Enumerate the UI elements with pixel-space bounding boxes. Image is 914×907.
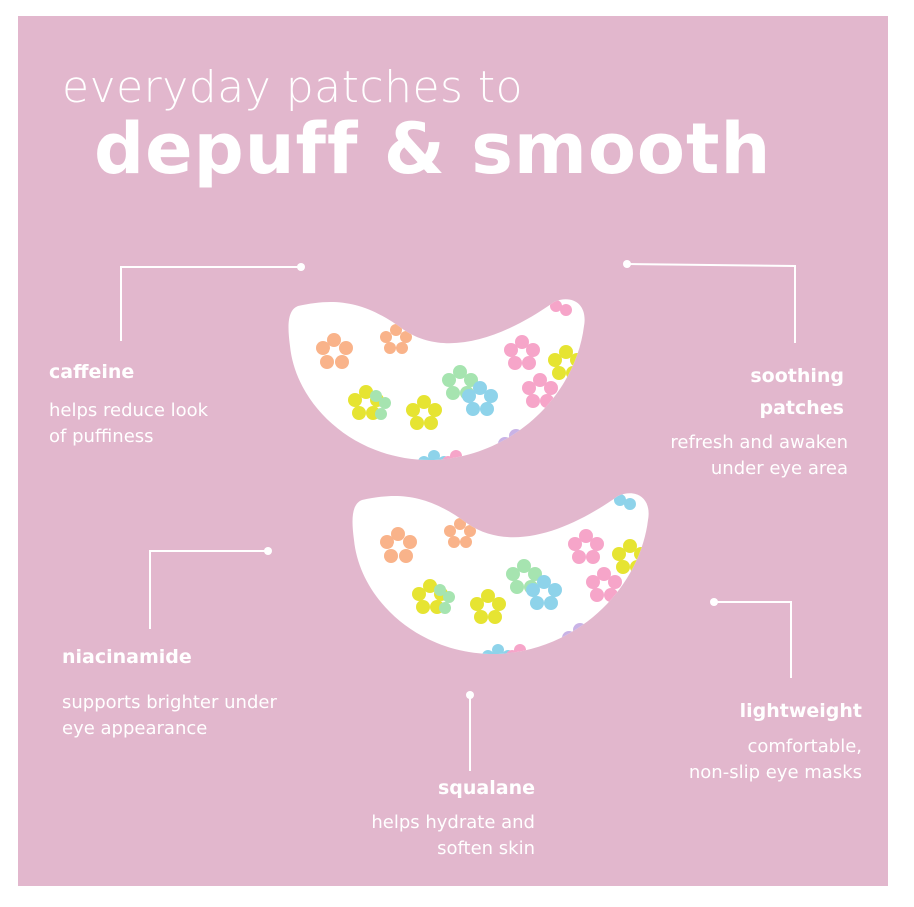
soothing-title-line-2: patches: [759, 397, 845, 419]
eye-patch-top: [288, 299, 585, 461]
squalane-callout-dot: [466, 691, 474, 699]
soothing-title-line-1: soothing: [750, 365, 844, 387]
heading-line-2: depuff & smooth: [94, 108, 772, 190]
caffeine-title: caffeine: [49, 361, 135, 383]
caffeine-desc-line-2: of puffiness: [49, 426, 154, 447]
squalane-title: squalane: [437, 777, 535, 799]
soothing-desc-line-2: under eye area: [710, 458, 848, 479]
niacinamide-callout-dot: [264, 547, 272, 555]
caffeine-callout-line: [120, 266, 301, 341]
soothing-callout-dot: [623, 260, 631, 268]
niacinamide-desc-line-2: eye appearance: [62, 718, 208, 739]
caffeine-desc-line-1: helps reduce look: [49, 400, 209, 421]
lightweight-desc-line-2: non-slip eye masks: [688, 762, 862, 783]
soothing-callout-line: [626, 263, 796, 343]
caffeine-callout-dot: [297, 263, 305, 271]
niacinamide-desc-line-1: supports brighter under: [62, 692, 277, 713]
squalane-desc-line-2: soften skin: [437, 838, 535, 859]
niacinamide-callout-line: [149, 550, 268, 629]
lightweight-title: lightweight: [739, 700, 862, 722]
lightweight-callout-line: [714, 601, 792, 678]
eye-patch-bottom: [352, 493, 649, 655]
lightweight-desc-line-1: comfortable,: [747, 736, 862, 757]
callout-lines: [120, 260, 796, 771]
squalane-desc-line-1: helps hydrate and: [371, 812, 535, 833]
heading-line-1: everyday patches to: [62, 62, 524, 113]
lightweight-callout-dot: [710, 598, 718, 606]
niacinamide-title: niacinamide: [62, 646, 192, 668]
product-panel: everyday patches to depuff & smooth: [18, 16, 888, 886]
soothing-desc-line-1: refresh and awaken: [670, 432, 848, 453]
